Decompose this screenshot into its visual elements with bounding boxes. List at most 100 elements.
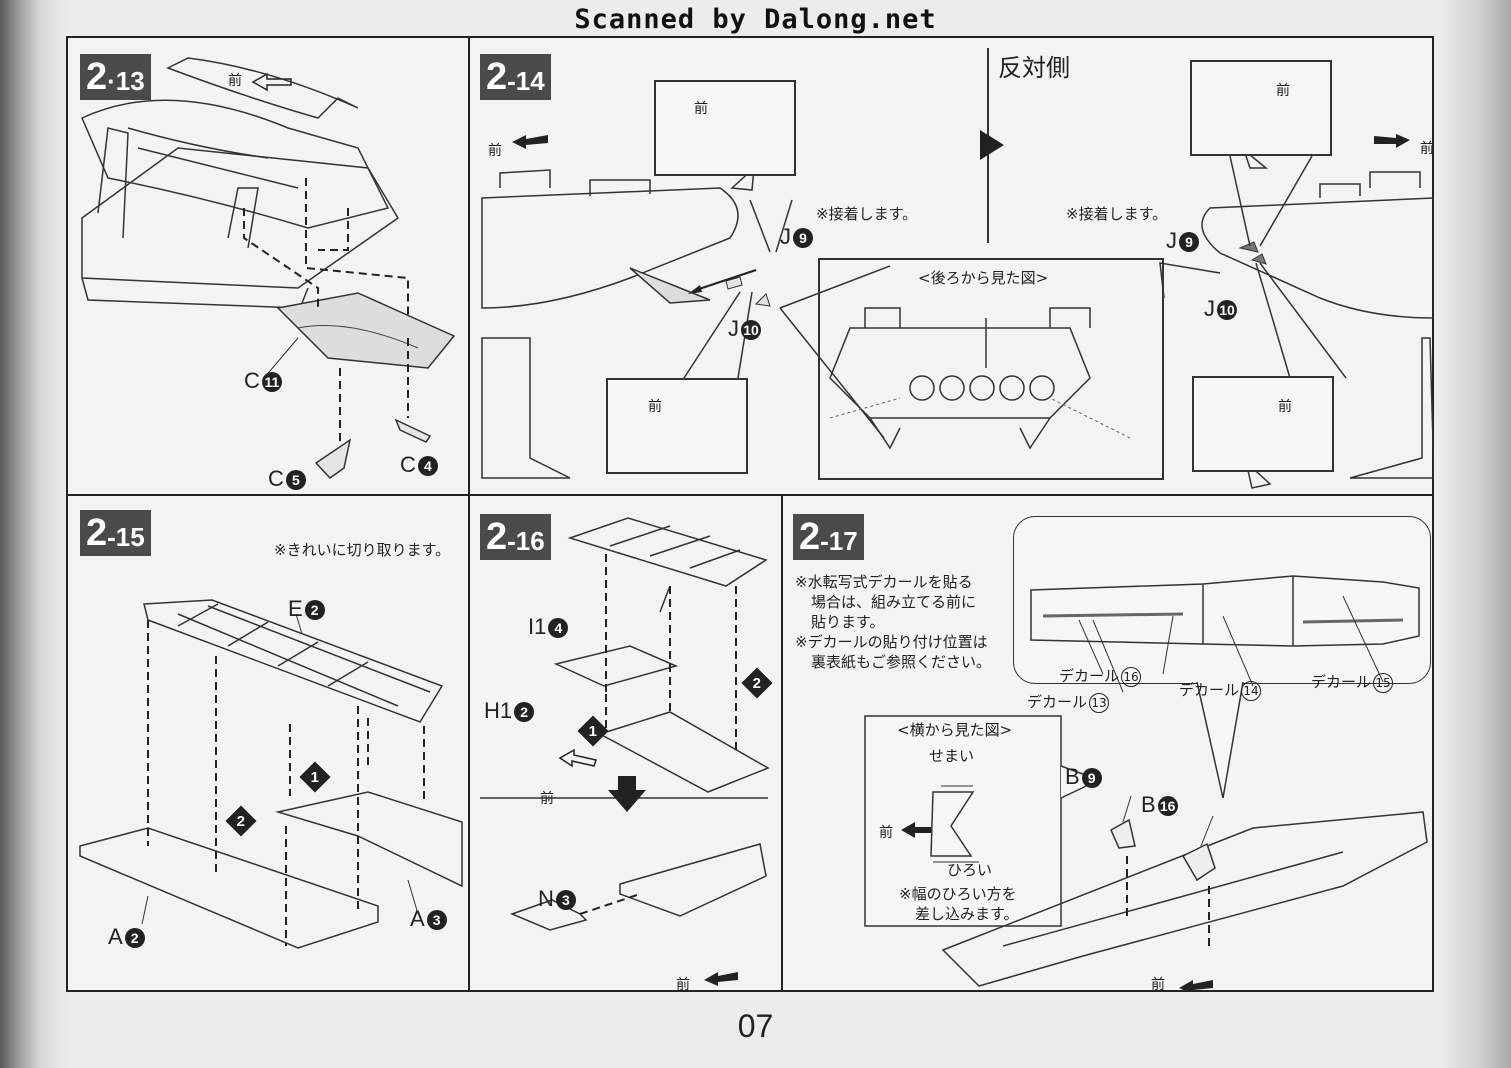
part-letter: B — [1141, 792, 1156, 817]
front-label: 前 — [648, 399, 662, 415]
down-arrow-icon — [608, 776, 646, 812]
step-subnumber: ·13 — [107, 66, 145, 96]
step-2-17-panel: 2-17 ※水転写式デカールを貼る 場合は、組み立てる前に 貼ります。 ※デカー… — [783, 496, 1434, 992]
step-number: 2 — [799, 516, 821, 558]
decal-text: デカール — [1059, 667, 1120, 685]
front-arrow-icon — [704, 972, 738, 986]
insert-note: ※幅のひろい方を 差し込みます。 — [899, 884, 1019, 924]
part-letter: J — [728, 316, 739, 341]
step-subnumber: -16 — [507, 526, 545, 556]
step-2-16-panel: 2-16 — [470, 496, 781, 992]
part-letter: A — [410, 906, 425, 931]
front-label: 前 — [879, 825, 893, 841]
part-letter: J — [780, 224, 791, 249]
decal-number: 13 — [1089, 692, 1110, 713]
front-label-right: 前 — [1420, 141, 1434, 157]
front-arrow-icon — [1179, 980, 1213, 992]
step-number: 2 — [486, 516, 508, 558]
part-n3-shape — [509, 843, 767, 931]
note-line: 裏表紙もご参照ください。 — [811, 653, 992, 671]
decal-text: デカール — [1027, 693, 1088, 711]
part-number: 2 — [304, 600, 325, 621]
step-2-16-drawing — [480, 517, 770, 986]
decal-number: 15 — [1373, 672, 1394, 693]
narrow-label: せまい — [929, 747, 975, 765]
right-ship-shape — [1201, 171, 1434, 479]
part-number: 10 — [741, 320, 761, 341]
wide-label: ひろい — [947, 861, 993, 879]
guide-lines — [605, 554, 737, 752]
decal-number: 16 — [1121, 666, 1142, 687]
part-number: 11 — [261, 372, 282, 393]
step-2-16-badge: 2-16 — [480, 514, 551, 560]
step-2-17-badge: 2-17 — [793, 514, 864, 560]
instruction-frame: 2·13 前 — [66, 36, 1434, 992]
note-line: 差し込みます。 — [915, 905, 1019, 923]
detail-callout-top-right: 前 — [1190, 60, 1332, 156]
part-letter: E — [288, 596, 303, 621]
decal-bubble — [1013, 516, 1431, 684]
detail-callout-bottom-right: 前 — [1192, 376, 1334, 472]
part-number: 4 — [548, 618, 569, 639]
note-line: ※デカールの貼り付け位置は — [795, 633, 988, 651]
part-letter: H1 — [484, 698, 513, 723]
front-label: 前 — [1276, 83, 1290, 99]
part-number: 9 — [1179, 232, 1199, 253]
glue-note-right: ※接着します。 — [1066, 205, 1168, 223]
part-number: 2 — [124, 928, 145, 949]
part-c4-shape — [394, 418, 432, 443]
guide-lines — [147, 620, 425, 946]
part-b16-shape — [1181, 842, 1216, 882]
part-a3-shape — [275, 791, 463, 888]
step-number: 2 — [486, 56, 508, 98]
front-label: 前 — [1278, 399, 1292, 415]
deck-top-view-shape — [1030, 575, 1420, 647]
step-2-13-badge: 2·13 — [80, 54, 151, 100]
front-label: 前 — [1151, 977, 1165, 992]
step-2-13-panel: 2·13 前 — [68, 38, 468, 494]
guide-lines — [243, 178, 409, 443]
step-2-15-panel: 2-15 ※きれいに切り取ります。 — [68, 496, 468, 992]
part-number: 16 — [1157, 796, 1178, 817]
part-letter: C — [400, 452, 416, 477]
step-2-14-badge: 2-14 — [480, 54, 551, 100]
part-letter: A — [108, 924, 123, 949]
detail-callout-bottom-left: 前 — [606, 378, 748, 474]
order-number: 1 — [588, 722, 598, 740]
decal-leader-lines — [1078, 595, 1384, 693]
opposite-side-heading: 反対側 — [998, 54, 1070, 82]
base-plate-shape — [598, 711, 770, 793]
rear-view-title: <後ろから見た図> — [918, 269, 1049, 287]
note-line: ※水転写式デカールを貼る — [795, 573, 973, 591]
step-2-15-badge: 2-15 — [80, 510, 151, 556]
guide-lines — [1126, 856, 1210, 946]
cut-note: ※きれいに切り取ります。 — [274, 541, 451, 559]
front-label: 前 — [228, 73, 242, 89]
step-2-14-panel: 2-14 反対側 前 前 — [470, 38, 1434, 494]
part-c5-shape — [314, 438, 352, 479]
part-number: 5 — [285, 470, 306, 491]
part-number: 3 — [555, 890, 576, 911]
part-h1-shape — [553, 645, 679, 687]
front-arrow-icon — [558, 748, 597, 768]
row-divider — [68, 494, 1434, 496]
note-line: 貼ります。 — [811, 613, 885, 631]
hull-shape — [941, 811, 1428, 987]
step-2-15-drawing — [79, 599, 463, 949]
decal-text: デカール — [1179, 681, 1240, 699]
